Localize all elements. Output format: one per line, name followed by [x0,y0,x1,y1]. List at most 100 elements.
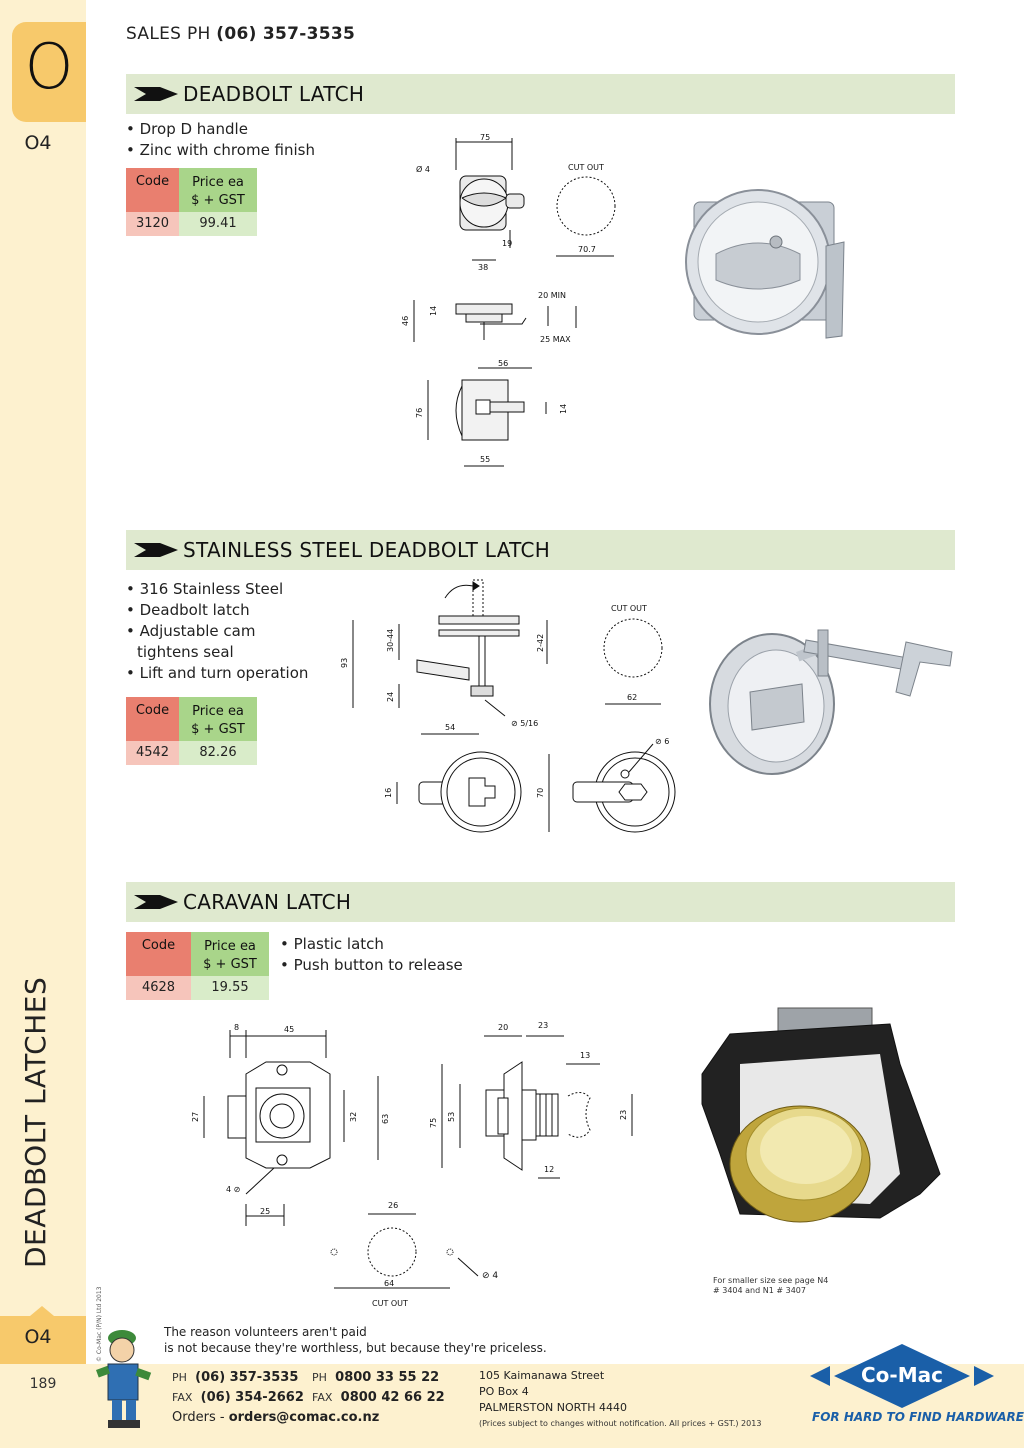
arrow-icon [134,895,178,909]
section-header-deadbolt-latch: DEADBOLT LATCH [126,74,955,114]
list-item: • Adjustable cam [126,622,256,640]
list-item: • Zinc with chrome finish [126,141,316,159]
svg-text:4 ⊘: 4 ⊘ [226,1185,240,1194]
svg-text:70.7: 70.7 [578,245,596,254]
price-header: Price ea$ + GST [191,932,269,976]
section-code-bottom: O4 [24,1326,52,1348]
arrow-icon [134,87,178,101]
section-header-stainless-deadbolt-latch: STAINLESS STEEL DEADBOLT LATCH [126,530,955,570]
section-title: CARAVAN LATCH [183,890,352,914]
svg-text:14: 14 [429,306,438,316]
svg-text:32: 32 [349,1112,358,1122]
quote: The reason volunteers aren't paid is not… [164,1325,547,1355]
svg-text:16: 16 [384,788,393,798]
svg-text:12: 12 [544,1165,554,1174]
feature-list: • Drop D handle • Zinc with chrome finis… [126,119,315,161]
price-table: Code Price ea$ + GST 3120 99.41 [126,168,257,236]
svg-text:8: 8 [234,1023,239,1032]
svg-text:CUT OUT: CUT OUT [568,163,604,172]
price-table: Code Price ea$ + GST 4628 19.55 [126,932,269,1000]
svg-text:45: 45 [284,1025,294,1034]
svg-text:75: 75 [480,133,490,142]
svg-text:27: 27 [191,1112,200,1122]
code-bottom-tab [0,1306,86,1364]
deadbolt-latch-drawing: 75 Ø 4 19 38 CUT OUT 70.7 46 14 20 MIN 2… [401,133,616,467]
contact-orders-email[interactable]: Orders - orders@comac.co.nz [172,1410,380,1425]
cross-reference-note: For smaller size see page N4 # 3404 and … [713,1276,829,1295]
contact-phone: PH (06) 357-3535 [172,1370,299,1385]
svg-text:64: 64 [384,1279,394,1288]
price-header: Price ea$ + GST [179,168,257,212]
svg-text:23: 23 [538,1021,548,1030]
section-letter: O [24,30,74,103]
product-code: 4628 [126,976,191,1000]
svg-text:CUT OUT: CUT OUT [611,604,647,613]
section-header-caravan-latch: CARAVAN LATCH [126,882,955,922]
svg-text:20 MIN: 20 MIN [538,291,566,300]
svg-text:54: 54 [445,723,455,732]
svg-text:Co-Mac: Co-Mac [861,1363,943,1387]
list-item: • Drop D handle [126,120,248,138]
svg-text:93: 93 [340,658,349,668]
svg-text:30-44: 30-44 [386,629,395,652]
svg-text:56: 56 [498,359,508,368]
code-header: Code [126,932,191,976]
page-number: 189 [29,1376,57,1392]
svg-text:55: 55 [480,455,490,464]
contact-fax: FAX (06) 354-2662 [172,1390,304,1405]
stainless-deadbolt-latch-photo [709,629,953,775]
svg-text:Ø 4: Ø 4 [416,164,430,174]
svg-text:⊘ 5/16: ⊘ 5/16 [511,719,538,728]
stainless-deadbolt-latch-drawing: 93 30-44 2-42 24 ⊘ 5/16 CUT OUT 62 54 16… [340,579,676,833]
code-header: Code [126,168,179,212]
svg-text:76: 76 [415,408,424,418]
svg-text:75: 75 [429,1118,438,1128]
svg-text:53: 53 [447,1112,456,1122]
product-code: 3120 [126,212,179,236]
deadbolt-latch-photo [685,189,845,339]
list-item: • 316 Stainless Steel [126,580,284,598]
list-item: tightens seal [137,643,234,661]
section-code-top: O4 [24,132,52,154]
price-table: Code Price ea$ + GST 4542 82.26 [126,697,257,765]
postal-address: 105 Kaimanawa Street PO Box 4 PALMERSTON… [479,1369,762,1428]
arrow-icon [134,543,178,557]
svg-text:25: 25 [260,1207,270,1216]
product-price: 99.41 [179,212,257,236]
product-price: 82.26 [179,741,257,765]
contact-freefax: FAX 0800 42 66 22 [312,1390,445,1405]
section-title: DEADBOLT LATCH [183,82,365,106]
feature-list: • Plastic latch • Push button to release [280,934,463,976]
svg-text:24: 24 [386,692,395,702]
list-item: • Lift and turn operation [126,664,309,682]
comac-logo: Co-Mac [810,1344,994,1408]
svg-text:25 MAX: 25 MAX [540,335,571,344]
svg-text:63: 63 [381,1114,390,1124]
list-item: • Push button to release [280,956,463,974]
svg-text:38: 38 [478,263,488,272]
svg-text:2-42: 2-42 [536,634,545,652]
list-item: • Plastic latch [280,935,384,953]
caravan-latch-drawing: 8 45 27 32 63 4 ⊘ 25 20 23 13 75 53 23 1… [191,1021,633,1308]
contact-freephone: PH 0800 33 55 22 [312,1370,440,1385]
svg-text:14: 14 [559,404,568,414]
svg-text:19: 19 [502,239,512,248]
price-header: Price ea$ + GST [179,697,257,741]
caravan-latch-photo [701,1007,941,1223]
svg-text:⊘ 6: ⊘ 6 [655,737,669,746]
feature-list: • 316 Stainless Steel • Deadbolt latch •… [126,579,308,684]
svg-text:70: 70 [536,788,545,798]
svg-text:23: 23 [619,1110,628,1120]
svg-text:62: 62 [627,693,637,702]
tagline: FOR HARD TO FIND HARDWARE [812,1410,1024,1424]
svg-text:46: 46 [401,316,410,326]
mascot-illustration [96,1330,152,1428]
section-title: STAINLESS STEEL DEADBOLT LATCH [183,538,551,562]
svg-text:13: 13 [580,1051,590,1060]
vertical-category-title: DEADBOLT LATCHES [19,976,52,1268]
svg-text:CUT OUT: CUT OUT [372,1299,408,1308]
sidebar [0,0,86,1448]
code-header: Code [126,697,179,741]
svg-text:26: 26 [388,1201,398,1210]
sales-phone: SALES PH (06) 357-3535 [126,24,356,44]
